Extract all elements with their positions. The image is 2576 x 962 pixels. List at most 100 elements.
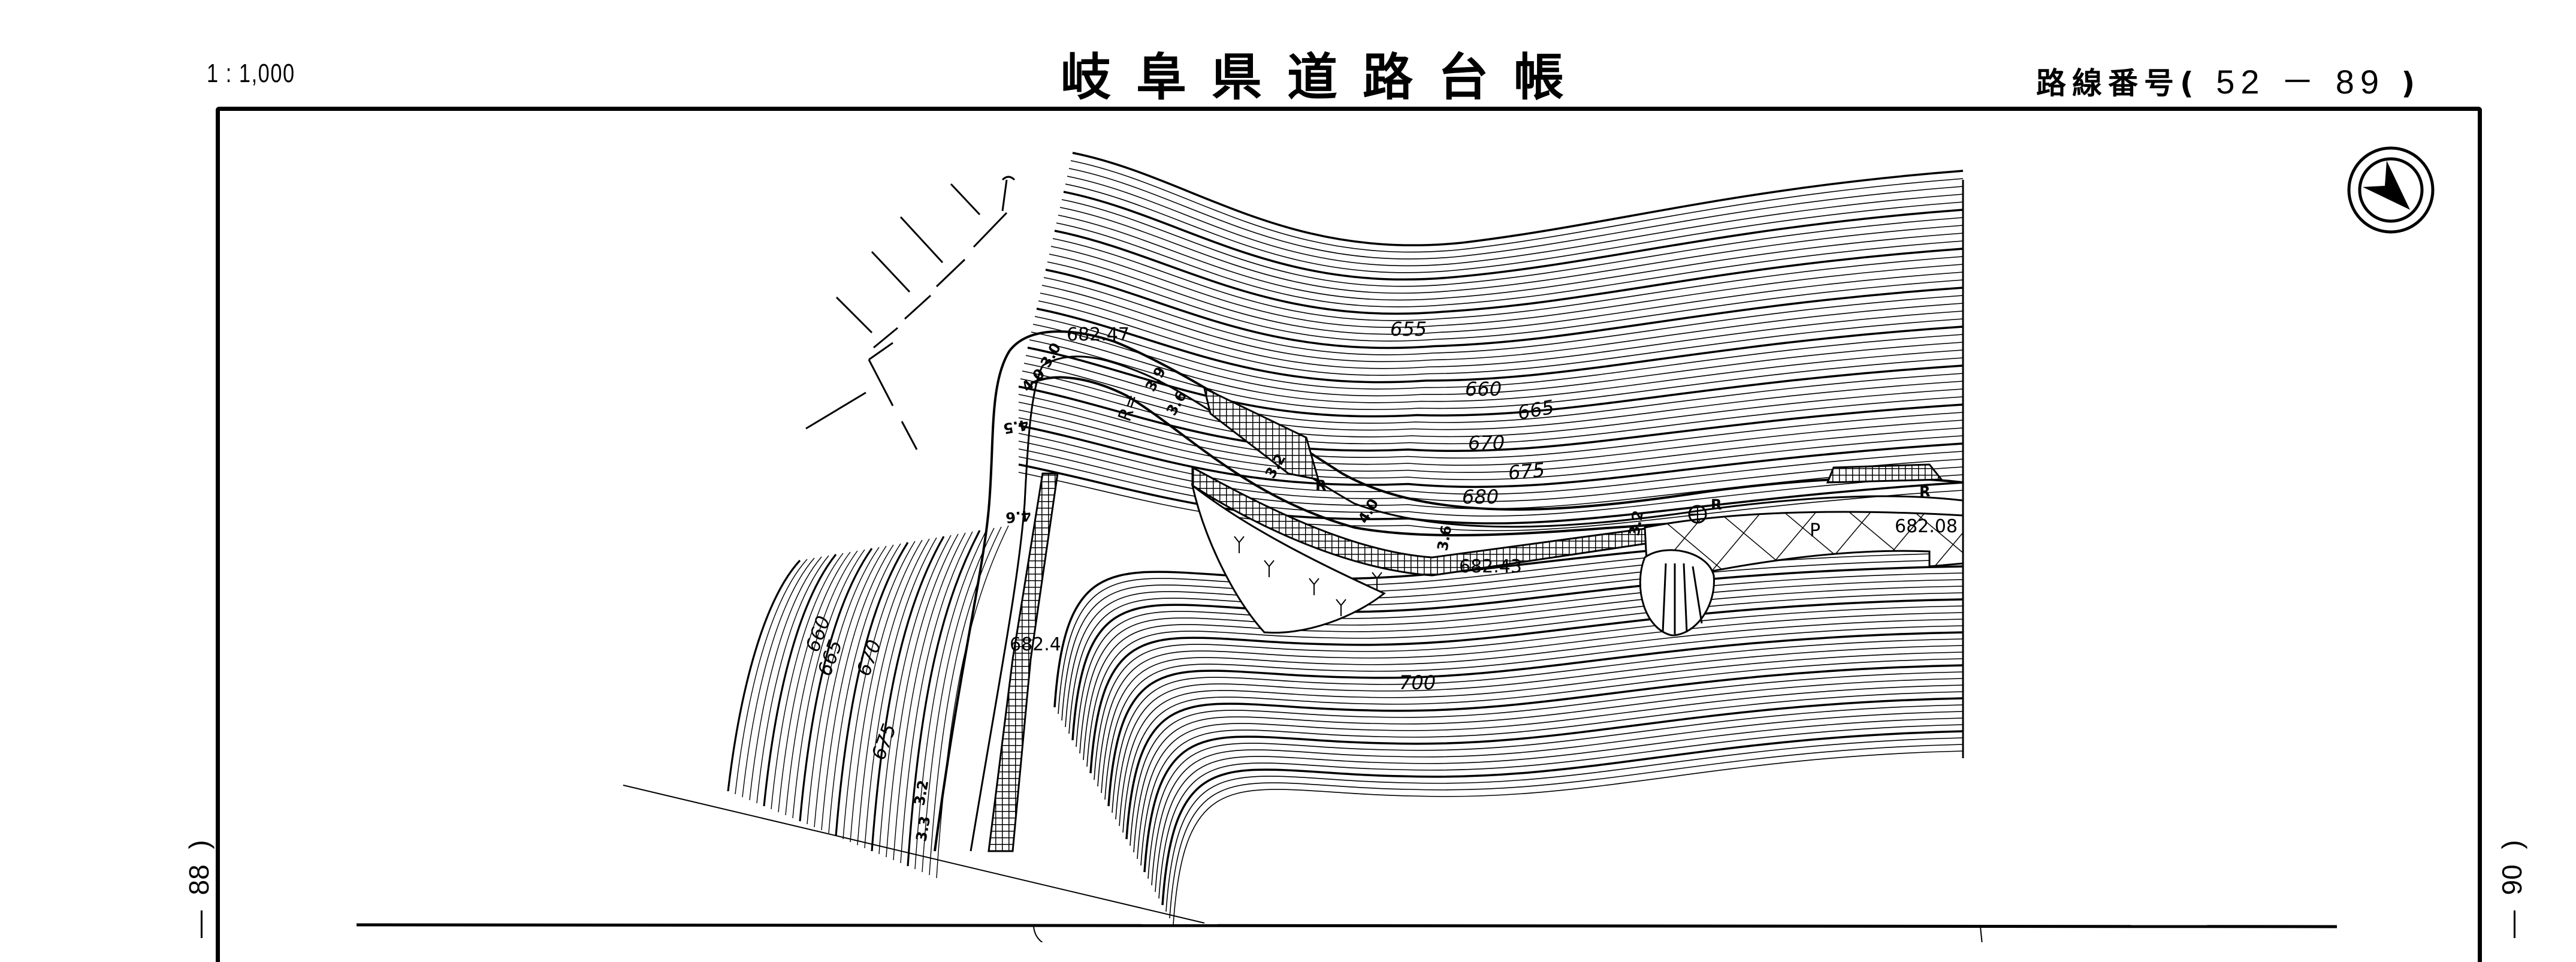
- dimension-label: 3.9: [1142, 364, 1170, 394]
- route-close-paren: ): [2401, 66, 2421, 101]
- contour-line: [1018, 472, 1964, 532]
- contour-line: [1058, 215, 1964, 301]
- grass-area: [1191, 483, 1386, 634]
- baseline-curve-left: [1033, 926, 1043, 942]
- contour-line: [1018, 394, 1964, 459]
- elevation-label: 682.43: [1459, 556, 1522, 577]
- contour-line: [771, 553, 844, 810]
- contour-label: 700: [1399, 671, 1436, 694]
- contour-label: 655: [1390, 318, 1427, 340]
- contour-lines-left: [727, 525, 1009, 879]
- contour-line: [1018, 409, 1964, 474]
- contour-line: [1155, 717, 1964, 892]
- dimension-label: 3.6: [1434, 524, 1455, 552]
- contour-line: [857, 538, 930, 846]
- survey-point-icon: [1688, 505, 1707, 524]
- contour-line: [1083, 586, 1964, 761]
- contour-line: [1065, 183, 1964, 273]
- route-open-paren: (: [2180, 66, 2200, 101]
- contour-label: 670: [1468, 432, 1505, 454]
- contour-line: [763, 554, 837, 807]
- contour-line: [1047, 261, 1964, 342]
- baseline: [356, 923, 2338, 928]
- contour-line: [828, 543, 901, 834]
- contour-line: [1112, 638, 1964, 813]
- contour-label: 680: [1462, 485, 1499, 508]
- parking-symbol: P: [1810, 520, 1820, 541]
- contour-line: [1043, 277, 1964, 355]
- elevation-label: 682.08: [1895, 516, 1958, 537]
- contour-line: [893, 532, 966, 861]
- contour-line: [1018, 441, 1964, 502]
- elevation-labels: 682.47 682.4 682.43 682.08: [1010, 324, 1958, 655]
- road-plan-map: 655 660 665 670 675 680 660 665 670 675 …: [356, 146, 2435, 942]
- contour-line: [1140, 691, 1964, 866]
- contour-line: [756, 555, 829, 804]
- contour-line: [1056, 222, 1964, 307]
- slope-fan-symbol: [1639, 549, 1715, 637]
- contour-line: [742, 557, 815, 798]
- contour-label: 665: [1516, 396, 1556, 424]
- embankment-symbols: [805, 176, 1016, 450]
- parking-area: [1644, 511, 1964, 586]
- contour-line: [922, 527, 995, 873]
- contour-line: [1018, 456, 1964, 517]
- road-marker: R: [1919, 483, 1930, 500]
- contour-line: [871, 536, 945, 852]
- contour-line: [727, 559, 801, 792]
- contour-line: [1067, 176, 1964, 267]
- contour-line: [1068, 168, 1964, 260]
- map-frame: [216, 107, 2482, 962]
- contour-line: [814, 545, 887, 828]
- contour-line: [799, 548, 873, 822]
- contour-line: [878, 535, 952, 855]
- contour-line: [1049, 254, 1964, 335]
- contour-lines-lower: [1053, 532, 1964, 925]
- contour-label: 660: [1465, 378, 1502, 400]
- contour-line: [1022, 370, 1964, 438]
- elevation-label: 682.47: [1067, 324, 1130, 345]
- contour-line: [1025, 355, 1964, 424]
- contour-line: [1018, 463, 1964, 524]
- contour-line: [1041, 285, 1964, 363]
- north-arrow-icon: [2347, 146, 2435, 234]
- contour-line: [1158, 724, 1964, 899]
- contour-line: [1133, 678, 1964, 853]
- contour-line: [1130, 671, 1964, 846]
- boundary-line: [623, 785, 1205, 924]
- contour-line: [1032, 324, 1964, 397]
- map-scale: 1 : 1,000: [207, 59, 295, 88]
- route-label: 路線番号: [2036, 66, 2180, 101]
- contour-line: [842, 541, 916, 840]
- dimension-label: 4.5: [1002, 416, 1030, 437]
- contour-line: [886, 533, 959, 858]
- curve-radius-label: R=: [1115, 391, 1144, 424]
- contour-line: [821, 544, 894, 831]
- contour-line: [792, 549, 865, 819]
- contour-line: [835, 542, 909, 837]
- contour-line: [735, 559, 808, 795]
- contour-line: [1061, 199, 1964, 287]
- contour-line: [1031, 331, 1964, 403]
- dimension-label: 4.0: [1355, 496, 1382, 526]
- contour-line: [850, 539, 923, 843]
- route-number-value: 52 － 89: [2216, 63, 2385, 101]
- retaining-wall-3: [987, 472, 1059, 852]
- contour-line: [1137, 684, 1964, 860]
- contour-line: [1027, 346, 1964, 418]
- contour-line: [1018, 424, 1964, 488]
- contour-line: [1020, 378, 1964, 445]
- contour-line: [1018, 433, 1964, 495]
- contour-line: [1161, 730, 1964, 906]
- contour-line: [1029, 339, 1964, 411]
- dimension-label: 3.2: [911, 779, 932, 807]
- contour-line: [1038, 300, 1964, 376]
- contour-line: [1151, 711, 1964, 886]
- road-marker: R: [1711, 496, 1722, 513]
- grass-symbols: [1234, 536, 1382, 616]
- contour-line: [1018, 417, 1964, 481]
- route-number: 路線番号( 52 － 89 ): [2036, 55, 2421, 104]
- contour-line: [1018, 402, 1964, 466]
- contour-line: [907, 530, 981, 867]
- contour-line: [1023, 363, 1964, 431]
